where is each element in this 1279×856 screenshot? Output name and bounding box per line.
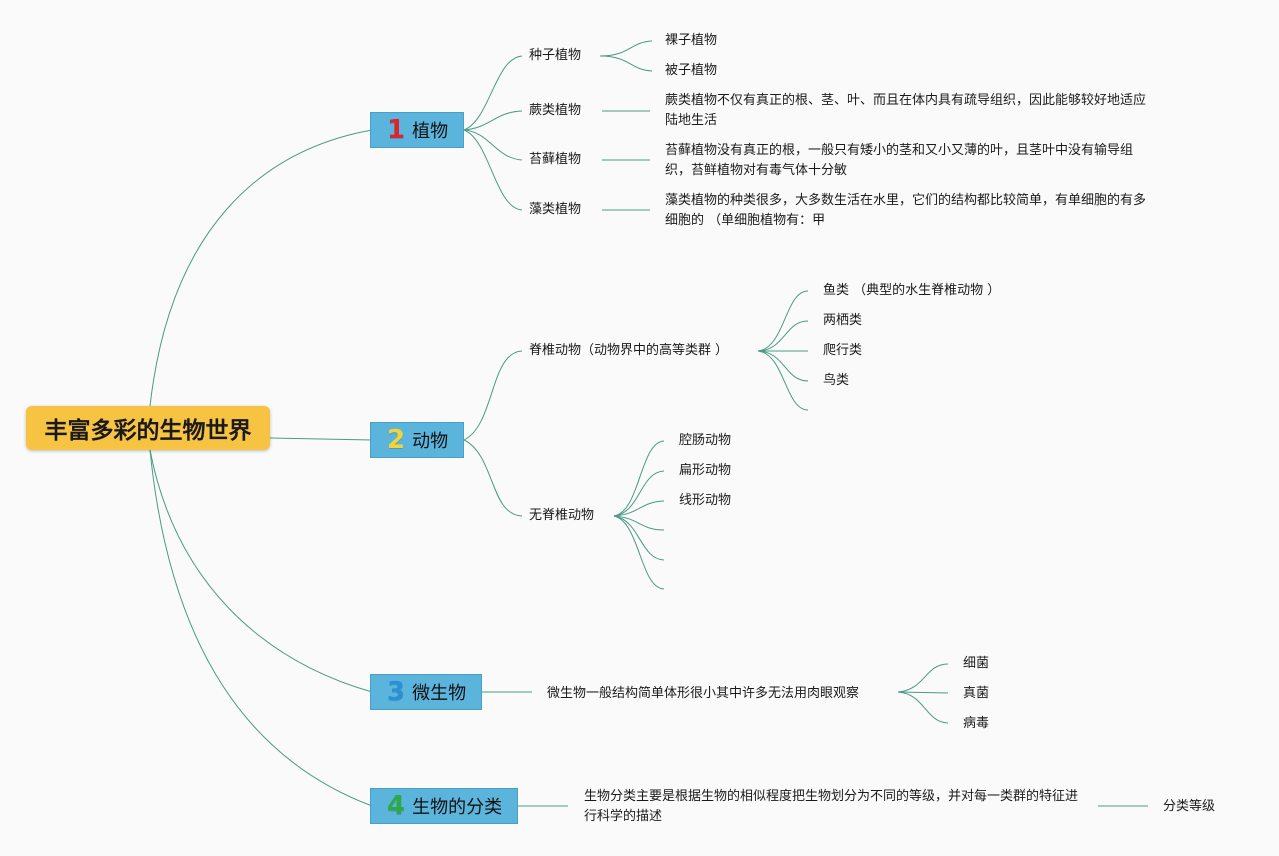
node-classification-levels[interactable]: 分类等级 [1163, 799, 1216, 814]
branch-label: 生物的分类 [412, 797, 503, 818]
root-topic[interactable]: 丰富多彩的生物世界 [26, 406, 270, 450]
node-fungi[interactable]: 真菌 [963, 686, 990, 701]
link-seed-angio [599, 55, 653, 72]
node-invertebrates[interactable]: 无脊椎动物 [529, 508, 595, 523]
branch-plants[interactable]: 1 植物 [370, 112, 464, 148]
link-plants-algae [463, 129, 523, 211]
node-bacteria[interactable]: 细菌 [963, 656, 990, 671]
node-birds[interactable]: 鸟类 [823, 373, 850, 388]
link-animals-invertebrate [463, 439, 523, 517]
desc-classification[interactable]: 生物分类主要是根据生物的相似程度把生物划分为不同的等级，并对每一类群的特征进行科… [584, 789, 1079, 824]
branch-microbes[interactable]: 3 微生物 [370, 674, 482, 710]
node-roundworms[interactable]: 线形动物 [679, 493, 732, 508]
link-root-classification [149, 449, 373, 807]
link-inv-empty-3 [613, 515, 665, 590]
number-badge-3: 3 [387, 677, 406, 707]
number-badge-2: 2 [387, 425, 406, 455]
node-fish[interactable]: 鱼类 （典型的水生脊椎动物 ） [823, 283, 1001, 298]
branch-label: 微生物 [412, 683, 467, 704]
desc-algae[interactable]: 藻类植物的种类很多，大多数生活在水里，它们的结构都比较简单，有单细胞的有多细胞的… [665, 193, 1147, 228]
link-plants-moss [463, 129, 523, 161]
link-vert-amphibian [757, 320, 809, 352]
branch-label: 动物 [412, 431, 449, 452]
number-badge-1: 1 [387, 115, 406, 145]
node-gymnosperms[interactable]: 裸子植物 [665, 33, 718, 48]
link-inv-roundworm [613, 500, 665, 517]
link-seed-gymno [599, 40, 653, 57]
link-vert-bird [757, 350, 809, 382]
link-microbe-bacteria [897, 663, 949, 693]
node-flatworms[interactable]: 扁形动物 [679, 463, 732, 478]
link-animals-vertebrate [463, 350, 523, 441]
node-cnidarians[interactable]: 腔肠动物 [679, 433, 732, 448]
node-algae[interactable]: 藻类植物 [529, 202, 582, 217]
link-inv-empty-1 [613, 515, 665, 531]
node-mosses[interactable]: 苔藓植物 [529, 152, 582, 167]
desc-ferns[interactable]: 蕨类植物不仅有真正的根、茎、叶、而且在体内具有疏导组织，因此能够较好地适应陆地生… [665, 93, 1147, 128]
branch-animals[interactable]: 2 动物 [370, 422, 464, 458]
node-viruses[interactable]: 病毒 [963, 716, 990, 731]
desc-mosses[interactable]: 苔藓植物没有真正的根，一般只有矮小的茎和又小又薄的叶，且茎叶中没有输导组织，苔鲜… [665, 143, 1134, 178]
link-microbe-fungi [897, 691, 949, 694]
root-title: 丰富多彩的生物世界 [44, 418, 252, 444]
link-inv-empty-2 [613, 515, 665, 561]
desc-microbes[interactable]: 微生物一般结构简单体形很小其中许多无法用肉眼观察 [547, 686, 860, 701]
link-microbe-virus [897, 691, 949, 724]
link-inv-flatworm [613, 470, 665, 517]
node-amphibians[interactable]: 两栖类 [823, 313, 863, 328]
branch-classification[interactable]: 4 生物的分类 [370, 788, 518, 824]
link-root-animals [269, 437, 373, 441]
branch-label: 植物 [412, 121, 449, 142]
link-root-plants [149, 129, 373, 407]
link-vert-fish [757, 290, 809, 352]
link-plants-fern [463, 110, 523, 131]
link-vert-empty [757, 350, 809, 411]
link-plants-seed [463, 55, 523, 131]
number-badge-4: 4 [387, 791, 406, 821]
node-ferns[interactable]: 蕨类植物 [529, 103, 582, 118]
link-inv-cnidaria [613, 440, 665, 517]
node-reptiles[interactable]: 爬行类 [823, 343, 863, 358]
node-vertebrates[interactable]: 脊椎动物（动物界中的高等类群 ） [529, 343, 729, 358]
link-root-microbes [149, 449, 373, 693]
node-angiosperms[interactable]: 被子植物 [665, 63, 718, 78]
node-seed-plants[interactable]: 种子植物 [529, 48, 582, 63]
